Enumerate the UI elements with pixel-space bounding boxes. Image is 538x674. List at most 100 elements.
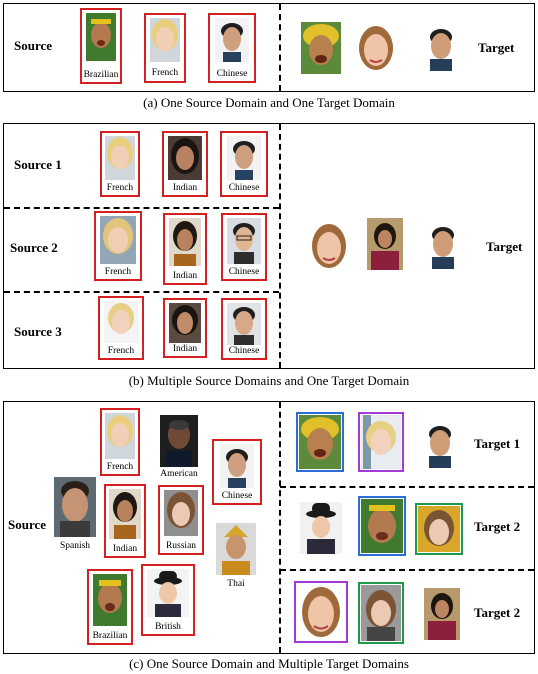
panel-c-row-divider: [280, 569, 534, 571]
face-nationality: Thai: [227, 579, 245, 589]
face-nationality: Indian: [172, 344, 198, 354]
target-face-photo: [430, 29, 452, 71]
face-photo: [147, 569, 189, 617]
panel-b-caption: (b) Multiple Source Domains and One Targ…: [128, 373, 410, 388]
face-photo: [168, 136, 202, 180]
source-face-card: British: [141, 564, 195, 636]
panel-b-source-label: Source 1: [14, 157, 62, 172]
face-photo: [227, 136, 261, 180]
target-face-photo: [299, 415, 341, 469]
target-face-photo: [361, 585, 401, 641]
panel-b-target-label: Target: [486, 239, 523, 254]
panel-c-row-divider: [280, 486, 534, 488]
source-face-card: Spanish: [52, 477, 98, 553]
source-face-card: Indian: [163, 298, 207, 358]
face-nationality: Chinese: [216, 69, 248, 79]
target-face-card: [294, 581, 348, 643]
panel-c-source-label: Source: [8, 517, 47, 532]
source-face-card: French: [94, 211, 142, 281]
target-face-photo: [432, 227, 454, 269]
target-face-photo: [301, 22, 341, 74]
panel-b-source-label: Source 2: [10, 240, 58, 255]
source-face-card: French: [144, 13, 186, 83]
face-photo: [160, 415, 198, 467]
face-nationality: Indian: [172, 271, 198, 281]
panel-c-divider: [279, 402, 281, 653]
source-face-card: Chinese: [220, 131, 268, 197]
source-face-card: American: [155, 415, 203, 481]
face-nationality: Brazilian: [83, 70, 119, 80]
face-photo: [216, 523, 256, 575]
source-face-card: French: [98, 296, 144, 360]
face-nationality: Brazilian: [92, 631, 128, 641]
face-nationality: Indian: [172, 183, 198, 193]
source-face-card: Chinese: [212, 439, 262, 505]
face-nationality: Chinese: [221, 491, 253, 501]
face-nationality: French: [104, 267, 132, 277]
face-nationality: Spanish: [59, 541, 91, 551]
face-photo: [169, 303, 201, 343]
panel-a: [3, 3, 535, 92]
target-face-card: [358, 582, 404, 644]
face-nationality: Chinese: [228, 183, 260, 193]
target-face-photo: [367, 218, 403, 270]
target-face-photo: [418, 506, 460, 552]
target-face-photo: [302, 587, 340, 637]
target-face-photo: [361, 415, 401, 469]
face-photo: [54, 477, 96, 537]
face-photo: [164, 490, 198, 536]
face-photo: [100, 216, 136, 264]
panel-c-caption: (c) One Source Domain and Multiple Targe…: [129, 656, 409, 671]
panel-b-divider: [279, 124, 281, 368]
source-face-card: Indian: [162, 131, 208, 197]
target-face-photo: [361, 499, 403, 553]
face-photo: [109, 489, 141, 539]
face-photo: [215, 18, 249, 62]
face-nationality: French: [151, 68, 179, 78]
face-nationality: American: [160, 469, 198, 479]
source-face-card: French: [100, 408, 140, 476]
source-face-card: Indian: [104, 484, 146, 558]
face-nationality: Russian: [165, 541, 197, 551]
face-photo: [86, 13, 116, 61]
panel-c-target-label: Target 2: [474, 519, 521, 534]
source-face-card: Russian: [158, 485, 204, 555]
panel-a-divider: [279, 4, 281, 91]
face-photo: [220, 444, 254, 488]
face-nationality: French: [107, 346, 135, 356]
face-photo: [169, 218, 201, 266]
target-face-photo: [312, 224, 346, 268]
face-nationality: French: [106, 462, 134, 472]
panel-b-source-label: Source 3: [14, 324, 62, 339]
target-face-card: [415, 503, 463, 555]
face-photo: [105, 413, 135, 459]
target-face-photo: [359, 26, 393, 70]
panel-b: [3, 123, 535, 369]
face-photo: [104, 301, 138, 343]
source-face-card: Chinese: [221, 298, 267, 360]
target-face-photo: [300, 502, 342, 554]
source-face-card: Indian: [163, 213, 207, 285]
target-face-photo: [429, 426, 451, 468]
panel-c: [3, 401, 535, 654]
target-face-card: [358, 496, 406, 556]
face-nationality: Indian: [112, 544, 138, 554]
panel-b-row-divider: [4, 207, 279, 209]
target-face-photo: [424, 588, 460, 640]
source-face-card: Chinese: [208, 13, 256, 83]
face-photo: [227, 303, 261, 345]
face-nationality: French: [106, 183, 134, 193]
face-photo: [93, 574, 127, 626]
source-face-card: French: [100, 131, 140, 197]
source-face-card: Brazilian: [87, 569, 133, 645]
face-photo: [150, 18, 180, 62]
target-face-card: [358, 412, 404, 472]
face-nationality: Chinese: [228, 346, 260, 356]
panel-c-target-label: Target 2: [474, 605, 521, 620]
face-nationality: Chinese: [228, 267, 260, 277]
panel-a-source-label: Source: [14, 38, 53, 53]
panel-b-row-divider: [4, 291, 279, 293]
panel-a-target-label: Target: [478, 40, 515, 55]
target-face-card: [296, 412, 344, 472]
panel-c-target-label: Target 1: [474, 436, 521, 451]
